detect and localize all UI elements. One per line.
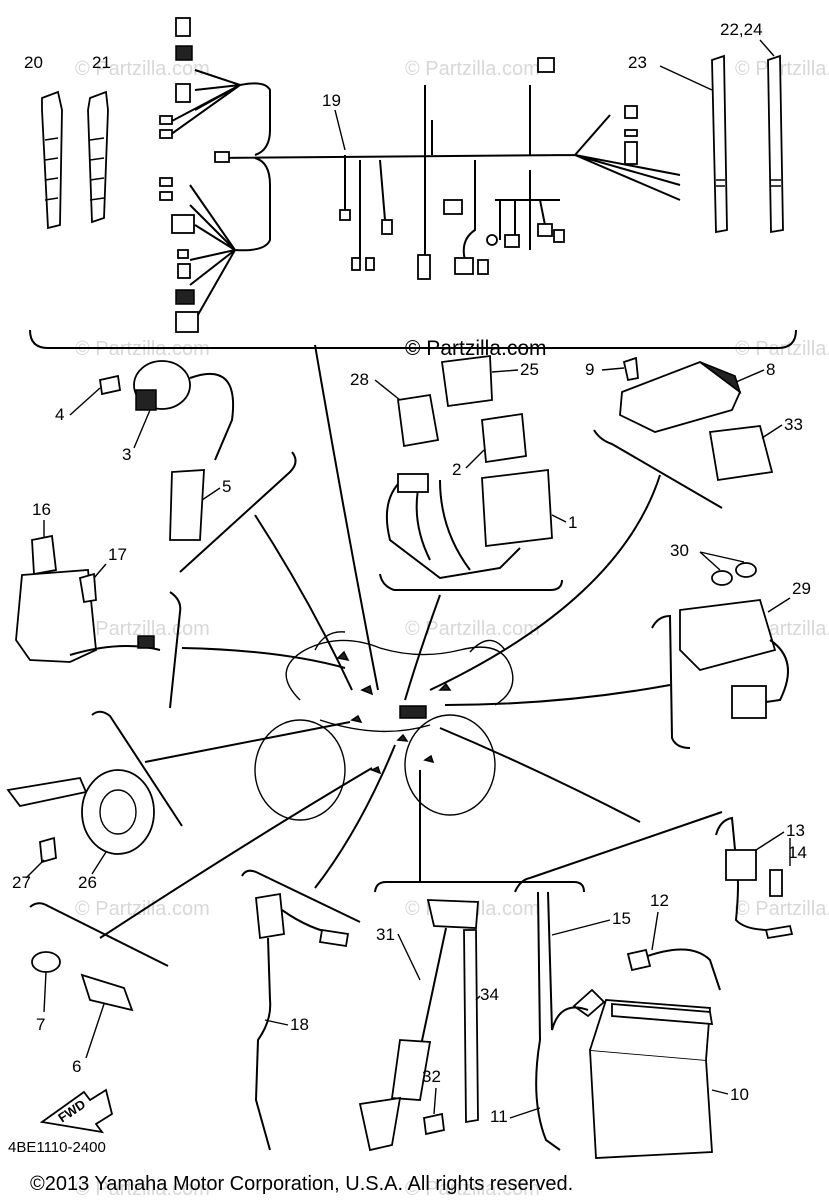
callout-32: 32 (422, 1067, 441, 1086)
leader-lines (99, 344, 671, 939)
starter-relay-icon (679, 562, 789, 719)
callout-8: 8 (766, 360, 775, 379)
callout-2: 2 (452, 460, 461, 479)
bracket-starter-relay (651, 614, 691, 749)
cdi-location-icon (399, 705, 427, 719)
rectifier-icon (619, 356, 774, 482)
callout-18: 18 (290, 1015, 309, 1034)
callout-3: 3 (122, 445, 131, 464)
watermark: © Partzilla.com (735, 338, 829, 360)
callout-34: 34 (480, 985, 499, 1004)
callout-21: 21 (92, 53, 111, 72)
callout-26: 26 (78, 873, 97, 892)
watermark: © Partzilla.com (735, 58, 829, 80)
group-brackets (29, 329, 797, 967)
cable-tie-icon (711, 54, 784, 234)
callout-10: 10 (730, 1085, 749, 1104)
sidestand-switch-icon (358, 899, 479, 1152)
battery-icon (535, 816, 794, 1159)
callout-23: 23 (628, 53, 647, 72)
bracket-horn (91, 710, 183, 827)
bracket-rectifier (593, 429, 723, 509)
watermark: © Partzilla.com (405, 1178, 540, 1200)
main-switch-icon (15, 534, 161, 663)
callout-16: 16 (32, 500, 51, 519)
callout-12: 12 (650, 891, 669, 910)
relay-icon (385, 354, 553, 580)
watermark: © Partzilla.com (75, 1178, 210, 1200)
watermark: © Partzilla.com (735, 898, 829, 920)
ignition-coil-icon (98, 360, 235, 541)
bracket-lead-18 (241, 869, 361, 923)
bracket-main-switch (169, 591, 182, 709)
callout-11: 11 (490, 1107, 508, 1126)
watermark: © Partzilla.com (405, 618, 540, 640)
watermark: © Partzilla.com (75, 58, 210, 80)
neutral-switch-icon (31, 951, 134, 1012)
callout-7: 7 (36, 1015, 45, 1034)
watermark: © Partzilla.com (75, 898, 210, 920)
callout-6: 6 (72, 1057, 81, 1076)
callout-15: 15 (612, 909, 631, 928)
callout-31: 31 (376, 925, 395, 944)
watermark: © Partzilla.com (405, 58, 540, 80)
bracket-neutral-switch (29, 902, 169, 967)
callout-25: 25 (520, 360, 539, 379)
bracket-sidestand (374, 881, 585, 893)
motorcycle-outline (254, 631, 514, 821)
copyright-text: ©2013 Yamaha Motor Corporation, U.S.A. A… (30, 1173, 573, 1195)
callout-29: 29 (792, 579, 811, 598)
callout-4: 4 (55, 405, 64, 424)
wire-harness-icon (159, 17, 681, 333)
callout-20: 20 (24, 53, 43, 72)
bracket-cdi (379, 573, 563, 591)
callout-9: 9 (585, 360, 594, 379)
fwd-arrow-icon: FWD (39, 1088, 114, 1134)
callout-33: 33 (784, 415, 803, 434)
callout-14: 14 (788, 843, 807, 862)
callout-28: 28 (350, 370, 369, 389)
callout-1: 1 (568, 513, 577, 532)
lead-wire-icon (254, 892, 350, 1151)
callout-30: 30 (670, 541, 689, 560)
diagram-code: 4BE1110-2400 (8, 1139, 106, 1156)
watermark: © Partzilla.com (75, 618, 210, 640)
bracket-plug-cap (179, 451, 297, 573)
callout-5: 5 (222, 477, 231, 496)
callout-22-24: 22,24 (720, 20, 763, 39)
callout-17: 17 (108, 545, 127, 564)
cable-band-icon (41, 90, 109, 230)
horn-icon (6, 769, 155, 864)
bracket-battery (514, 811, 723, 893)
callout-19: 19 (322, 91, 341, 110)
harness-bracket (29, 329, 797, 349)
callout-13: 13 (786, 821, 805, 840)
